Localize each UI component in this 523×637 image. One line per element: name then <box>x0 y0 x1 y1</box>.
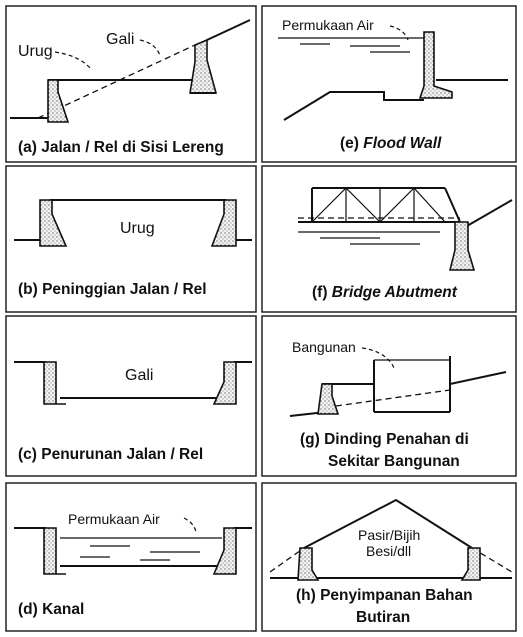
panel-a-frame <box>5 5 257 163</box>
panel-h-frame <box>261 482 517 632</box>
caption-g-line2: Sekitar Bangunan <box>328 453 460 470</box>
water-hatch <box>80 545 200 561</box>
ground-line <box>289 356 507 417</box>
building-arrow <box>361 347 395 369</box>
panel-g-frame <box>261 315 517 477</box>
retaining-wall-right <box>189 38 218 94</box>
retaining-wall <box>317 383 340 415</box>
panel-b-frame <box>5 165 257 313</box>
label-material-line2: Besi/dll <box>366 543 411 559</box>
panel-c: Gali (c) Penurunan Jalan / Rel <box>14 361 252 463</box>
retaining-wall-left <box>43 527 66 575</box>
caption-e-prefix: (e) <box>340 135 363 152</box>
caption-f: (f) Bridge Abutment <box>312 284 458 301</box>
panel-h: Pasir/Bijih Besi/dll (h) Penyimpanan Bah… <box>269 498 513 626</box>
caption-h-line1: (h) Penyimpanan Bahan <box>296 587 473 604</box>
retaining-wall-left <box>39 199 68 247</box>
label-material-line1: Pasir/Bijih <box>358 527 420 543</box>
panel-a: Urug Gali (a) Jalan / Rel di Sisi Lereng <box>10 19 251 156</box>
caption-g-line1: (g) Dinding Penahan di <box>300 431 469 448</box>
caption-h-line2: Butiran <box>356 609 410 626</box>
ground-line <box>283 79 508 121</box>
label-water: Permukaan Air <box>68 511 160 527</box>
caption-f-prefix: (f) <box>312 284 332 301</box>
panel-c-frame <box>5 315 257 477</box>
gali-arrow <box>139 39 161 57</box>
bridge-truss-web <box>311 187 446 223</box>
ground-line <box>10 19 251 119</box>
retaining-wall-right <box>212 527 237 575</box>
panel-d-frame <box>5 482 257 632</box>
original-slope-line <box>37 44 196 119</box>
panel-b: Urug (b) Peninggian Jalan / Rel <box>14 199 252 298</box>
ground-line <box>14 361 252 399</box>
slope-extension <box>269 547 513 573</box>
label-urug: Urug <box>120 220 155 237</box>
retaining-wall-right <box>212 361 237 405</box>
urug-arrow <box>54 51 93 71</box>
bridge-truss-chords <box>298 187 461 223</box>
panel-f: (f) Bridge Abutment <box>298 187 513 301</box>
caption-b: (b) Peninggian Jalan / Rel <box>18 281 207 298</box>
caption-e-italic: Flood Wall <box>363 135 442 152</box>
label-bangunan: Bangunan <box>292 339 356 355</box>
ground-line <box>14 527 252 567</box>
caption-a: (a) Jalan / Rel di Sisi Lereng <box>18 139 224 156</box>
bridge-abutment <box>448 221 476 271</box>
retaining-wall-left <box>47 79 70 123</box>
panel-f-frame <box>261 165 517 313</box>
retaining-wall-right <box>460 547 481 581</box>
water-arrow <box>183 517 197 535</box>
label-urug: Urug <box>18 43 53 60</box>
water-arrow <box>389 25 409 41</box>
excavation-dashed <box>335 389 451 407</box>
stockpile-outline <box>303 498 473 549</box>
flood-wall <box>418 31 453 99</box>
ground-line <box>14 199 252 241</box>
panel-frames <box>5 5 517 632</box>
label-water: Permukaan Air <box>282 17 374 33</box>
panel-e: Permukaan Air (e) Flood Wall <box>278 17 508 152</box>
label-gali: Gali <box>125 367 153 384</box>
water-hatch <box>298 231 440 245</box>
panel-g: Bangunan (g) Dinding Penahan di Sekitar … <box>289 339 507 470</box>
retaining-wall-left <box>297 547 320 581</box>
caption-d: (d) Kanal <box>18 601 84 618</box>
retaining-wall-left <box>43 361 66 405</box>
caption-c: (c) Penurunan Jalan / Rel <box>18 446 203 463</box>
retaining-wall-right <box>210 199 237 247</box>
water-hatch <box>300 43 410 53</box>
panel-e-frame <box>261 5 517 163</box>
label-gali: Gali <box>106 31 134 48</box>
panel-d: Permukaan Air (d) Kanal <box>14 511 252 618</box>
caption-f-italic: Bridge Abutment <box>332 284 458 301</box>
caption-e: (e) Flood Wall <box>340 135 442 152</box>
